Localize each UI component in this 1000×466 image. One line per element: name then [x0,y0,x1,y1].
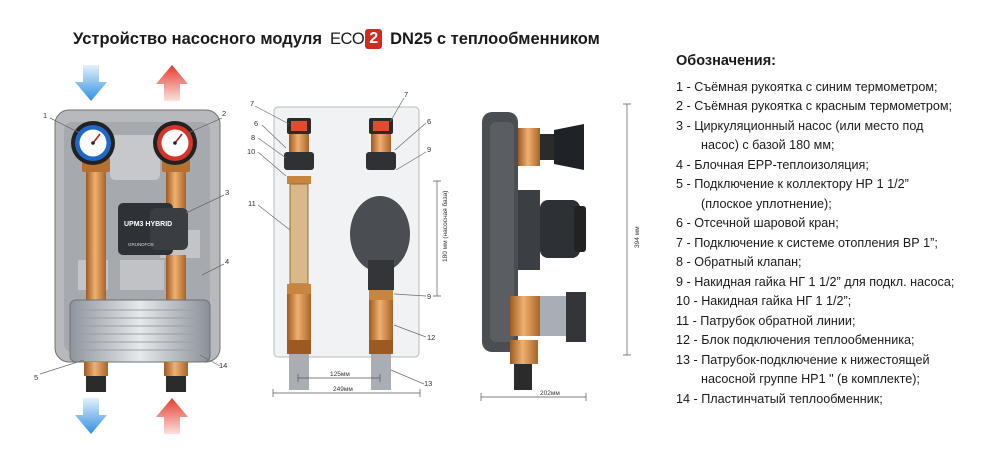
page-title: Устройство насосного модуля ECO 2 DN25 с… [73,26,600,52]
eco-logo-badge: 2 [365,29,383,49]
callout-8: 8 [251,133,255,142]
dim-249: 249мм [333,386,353,393]
legend-item: 2 - Съёмная рукоятка с красным термометр… [676,99,953,113]
dim-125: 125мм [330,371,350,378]
callout-5: 5 [34,373,38,382]
callout-12: 12 [427,333,435,342]
callout-9-top: 9 [427,145,431,154]
legend-item: 11 - Патрубок обратной линии; [676,313,856,328]
dim-202: 202мм [540,390,560,397]
cold-flow-arrow-bottom [75,398,107,434]
legend-item: 3 - Циркуляционный насос (или место под [676,118,924,133]
callout-3: 3 [225,188,229,197]
legend-item: 6 - Отсечной шаровой кран; [676,216,839,230]
callout-13: 13 [424,379,432,388]
legend-item: 13 - Патрубок-подключение к нижестоящей [676,352,930,367]
legend-item-continuation: насосной группе НР1 " (в комплекте); [701,372,920,386]
callout-6-right: 6 [427,117,431,126]
hot-flow-arrow-top [156,65,188,101]
eco-logo-text: ECO [329,29,365,48]
callout-1: 1 [43,111,47,120]
legend-item: 4 - Блочная EPP-теплоизоляция; [676,157,869,172]
hot-flow-arrow-bottom [156,398,188,434]
middle-view: 125мм 249мм 180 мм (насосная база) 7 7 6… [247,90,449,397]
callout-14: 14 [219,361,227,370]
title-prefix: Устройство насосного модуля [73,29,322,48]
pump-maker-label: GRUNDFOS [128,242,154,247]
legend-item: 7 - Подключение к системе отопления ВР 1… [676,235,938,250]
dim-394: 394 мм [634,226,641,248]
cold-flow-arrow-top [75,65,107,101]
title-suffix: DN25 с теплообменником [390,29,600,48]
callout-7-left: 7 [250,99,254,108]
red-thermometer-handle [153,121,197,165]
callout-4: 4 [225,257,229,266]
callout-2: 2 [222,109,226,118]
pump-model-label: UPM3 HYBRID [124,221,172,228]
legend-item-continuation: насос) с базой 180 мм; [701,138,835,152]
legend-heading: Обозначения: [676,53,777,69]
callout-6-left: 6 [254,119,258,128]
callout-11: 11 [248,199,256,208]
pump-side-body [350,196,410,272]
front-view: UPM3 HYBRID GRUNDFOS 1 2 3 4 5 14 [34,109,229,392]
blue-thermometer-handle [71,121,115,165]
callout-9-bottom: 9 [427,292,431,301]
legend-item: 14 - Пластинчатый теплообменник; [676,391,883,406]
legend-item: 9 - Накидная гайка НГ 1 1/2” для подкл. … [676,274,955,289]
callout-10: 10 [247,147,255,156]
legend-item: 12 - Блок подключения теплообменника; [676,333,915,347]
dim-180: 180 мм (насосная база) [441,191,449,262]
side-view: 202мм 394 мм [480,103,641,401]
legend-item-continuation: (плоское уплотнение); [701,196,832,211]
callout-7-right: 7 [404,90,408,99]
legend-item: 8 - Обратный клапан; [676,255,802,269]
legend-item: 10 - Накидная гайка НГ 1 1/2”; [676,294,852,308]
circulation-pump: UPM3 HYBRID GRUNDFOS [118,203,188,255]
legend-item: 1 - Съёмная рукоятка с синим термометром… [676,79,938,94]
plate-heat-exchanger [69,299,211,363]
legend: Обозначения: 1 - Съёмная рукоятка с сини… [676,52,996,409]
module-diagram: UPM3 HYBRID GRUNDFOS 1 2 3 4 5 14 [34,65,641,434]
legend-item: 5 - Подключение к коллектору НР 1 1/2” [676,177,909,191]
